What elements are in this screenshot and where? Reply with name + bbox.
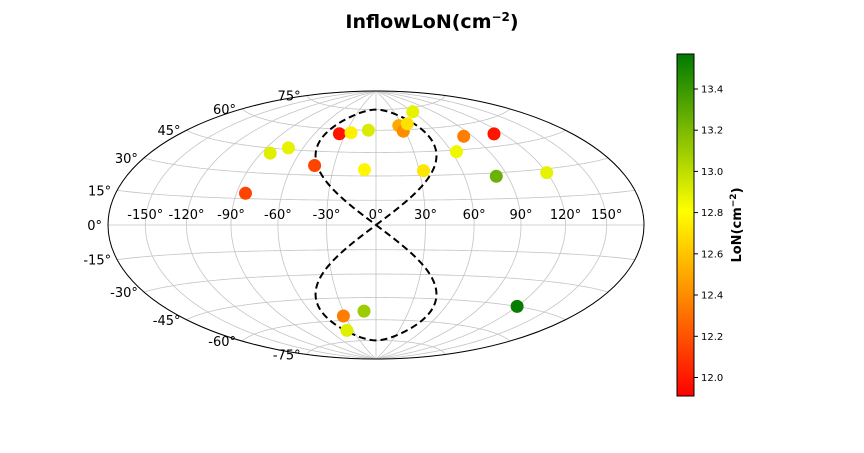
lat-tick-label: -75° — [273, 348, 301, 363]
parallel-line — [241, 319, 511, 342]
colorbar-tick-label: 13.4 — [701, 85, 723, 96]
colorbar-ticks: 12.0 12.2 12.4 12.6 12.8 13.0 13.2 13.4 — [694, 85, 723, 384]
lat-tick-label: 75° — [278, 90, 301, 105]
lon-tick-label: 90° — [509, 208, 532, 223]
colorbar-tick-label: 12.8 — [701, 208, 723, 219]
chart-title: InflowLoN(cm−2) — [345, 10, 518, 33]
colorbar-label: LoN(cm−2) — [729, 187, 745, 262]
data-point — [332, 127, 346, 141]
lon-tick-label: 60° — [463, 208, 486, 223]
lat-tick-label: -15° — [83, 254, 111, 269]
lat-tick-label: 0° — [87, 219, 102, 234]
dashed-lobe-south — [314, 224, 438, 342]
data-point — [487, 127, 501, 141]
colorbar-tick-label: 12.2 — [701, 332, 723, 343]
data-point — [540, 166, 554, 180]
colorbar-tick-label: 12.0 — [701, 373, 723, 384]
lon-tick-label: 30° — [414, 208, 437, 223]
lat-tick-label: -30° — [110, 286, 138, 301]
colorbar-tick-label: 12.6 — [701, 249, 723, 260]
lat-tick-label: -45° — [153, 314, 181, 329]
parallel-line — [186, 129, 566, 153]
colorbar-tick-label: 12.4 — [701, 291, 723, 302]
lat-tick-label: 30° — [115, 152, 138, 167]
data-point — [489, 169, 503, 183]
lon-tick-label: 120° — [550, 208, 581, 223]
data-point — [510, 299, 524, 313]
lat-tick-label: 60° — [213, 103, 236, 118]
data-point — [457, 129, 471, 143]
data-point — [308, 159, 322, 172]
colorbar: 12.0 12.2 12.4 12.6 12.8 13.0 13.2 13.4 LoN(cm−… — [676, 53, 745, 397]
data-point — [417, 164, 430, 178]
parallel-line — [117, 189, 635, 201]
data-point — [400, 117, 414, 131]
latitude-tick-labels: 75° 60° 45° 30° 15° 0° -15° -30° -45° -60° -75° — [83, 90, 300, 364]
lat-tick-label: 45° — [157, 124, 180, 139]
lon-tick-label: 150° — [591, 208, 622, 223]
data-point — [281, 141, 295, 155]
data-points — [239, 105, 554, 337]
data-point — [263, 146, 277, 160]
parallel-line — [143, 273, 609, 293]
data-point — [239, 186, 252, 200]
data-point — [406, 105, 420, 119]
lon-tick-label: -30° — [313, 208, 341, 223]
data-point — [358, 163, 371, 177]
parallel-line — [241, 108, 511, 131]
colorbar-tick-label: 13.0 — [701, 167, 723, 178]
data-point — [344, 126, 358, 140]
data-point — [336, 309, 350, 323]
colorbar-bar — [676, 53, 695, 397]
lon-tick-label: -90° — [217, 208, 245, 223]
lon-tick-label: -60° — [264, 208, 292, 223]
data-point — [361, 123, 375, 137]
lon-tick-label: 0° — [369, 208, 384, 223]
data-point — [340, 323, 354, 337]
parallel-line — [117, 249, 635, 261]
lon-tick-label: -150° — [127, 208, 163, 223]
longitude-tick-labels: -150° -120° -90° -60° -30° 0° 30° 60° 90° 120° 150… — [127, 208, 622, 223]
data-point — [450, 145, 463, 159]
lat-tick-label: -60° — [208, 335, 236, 350]
lon-tick-label: -120° — [168, 208, 204, 223]
lat-tick-label: 15° — [88, 184, 111, 199]
data-point — [357, 304, 371, 318]
colorbar-tick-label: 13.2 — [701, 126, 723, 137]
map-outline — [107, 90, 645, 360]
